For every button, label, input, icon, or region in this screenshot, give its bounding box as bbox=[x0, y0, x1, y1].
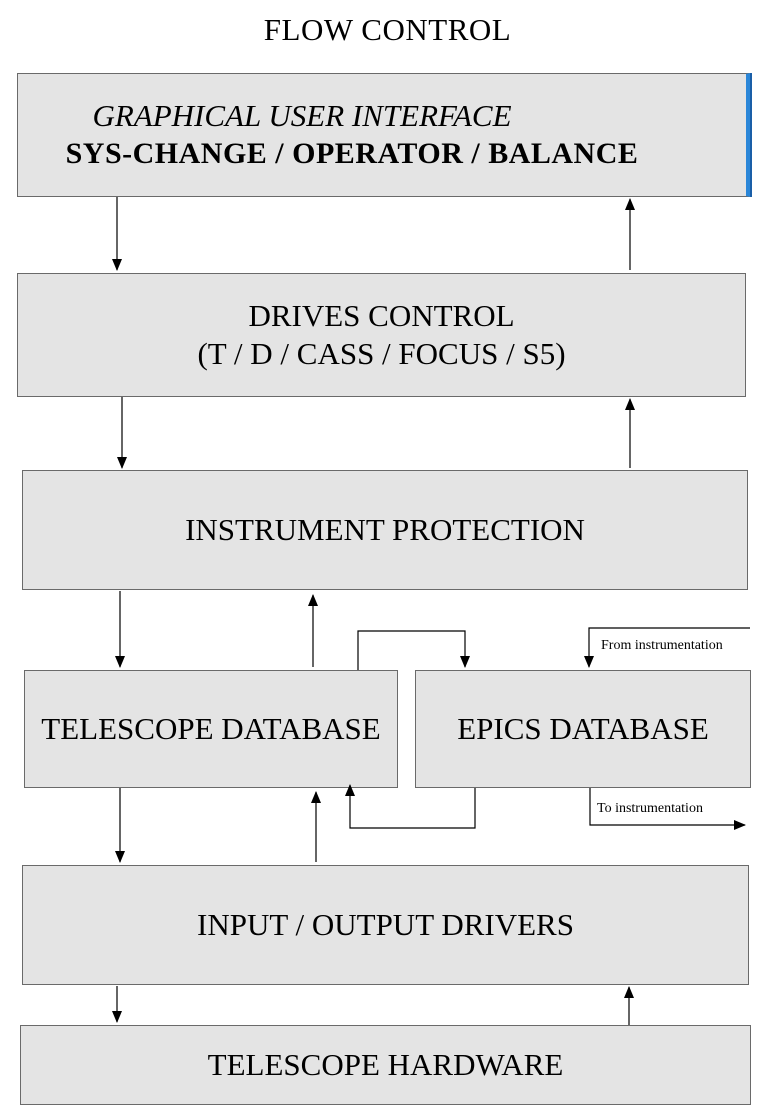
epics-database-label: EPICS DATABASE bbox=[457, 711, 709, 746]
gui-block-title: GRAPHICAL USER INTERFACE bbox=[92, 98, 512, 133]
io-drivers-block: INPUT / OUTPUT DRIVERS bbox=[22, 865, 749, 985]
telescope-hardware-label: TELESCOPE HARDWARE bbox=[207, 1047, 564, 1082]
arrow-from-instrumentation bbox=[584, 627, 750, 668]
from-instrumentation-note: From instrumentation bbox=[601, 638, 723, 653]
diagram-title: FLOW CONTROL bbox=[263, 12, 512, 47]
telescope-database-label: TELESCOPE DATABASE bbox=[41, 711, 381, 746]
drives-control-block: DRIVES CONTROL (T / D / CASS / FOCUS / S… bbox=[17, 273, 746, 397]
epics-database-block: EPICS DATABASE bbox=[415, 670, 751, 788]
drives-control-subtitle: (T / D / CASS / FOCUS / S5) bbox=[197, 336, 566, 371]
drives-control-title: DRIVES CONTROL bbox=[248, 298, 515, 333]
instrument-protection-block: INSTRUMENT PROTECTION bbox=[22, 470, 748, 590]
instrument-protection-label: INSTRUMENT PROTECTION bbox=[185, 512, 585, 547]
telescope-hardware-block: TELESCOPE HARDWARE bbox=[20, 1025, 751, 1105]
gui-block-subtitle: SYS-CHANGE / OPERATOR / BALANCE bbox=[65, 137, 639, 170]
arrow-to-instrumentation bbox=[589, 788, 746, 830]
arrow-telescope-db-to-epics-db bbox=[357, 630, 470, 670]
arrow-epics-db-to-telescope-db bbox=[345, 784, 476, 829]
io-drivers-label: INPUT / OUTPUT DRIVERS bbox=[197, 907, 574, 942]
gui-block: GRAPHICAL USER INTERFACE SYS-CHANGE / OP… bbox=[17, 73, 750, 197]
telescope-database-block: TELESCOPE DATABASE bbox=[24, 670, 398, 788]
to-instrumentation-note: To instrumentation bbox=[597, 801, 703, 816]
